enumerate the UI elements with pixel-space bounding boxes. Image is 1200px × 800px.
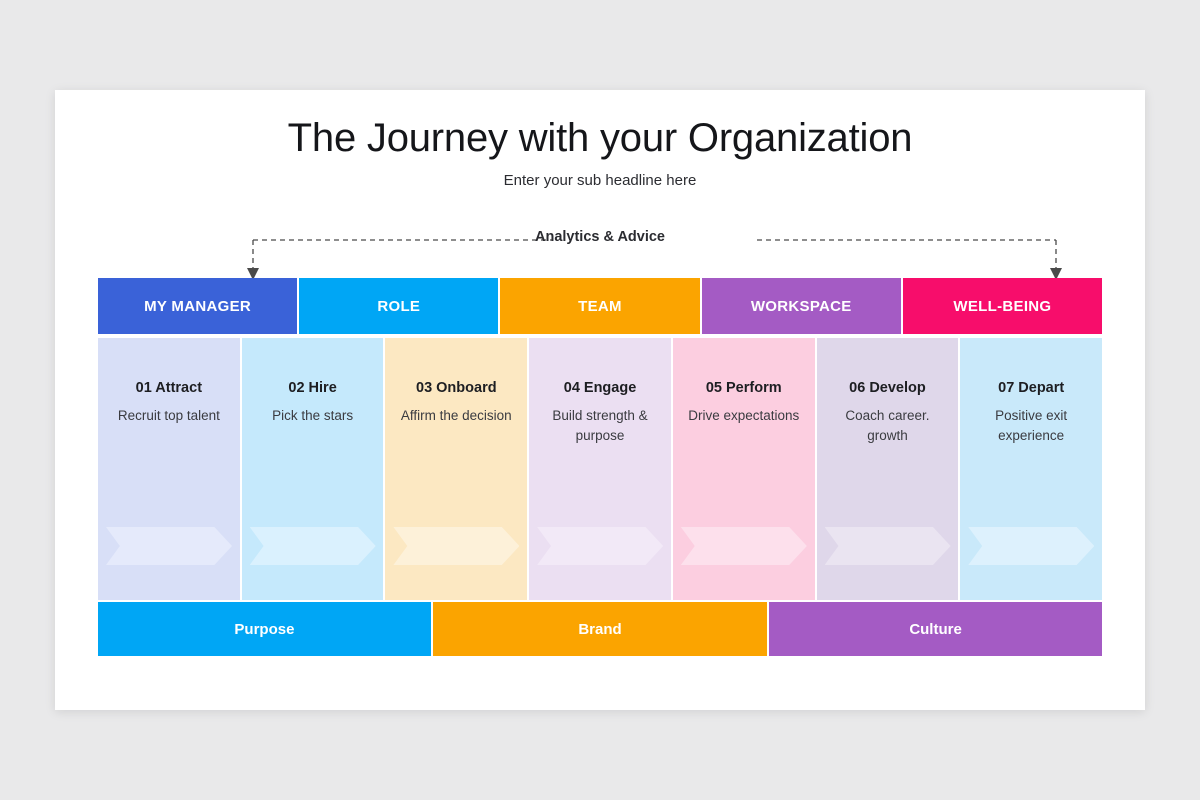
page-title: The Journey with your Organization: [287, 116, 913, 160]
category-header-label: WELL-BEING: [953, 297, 1052, 315]
category-header-my-manager[interactable]: MY MANAGER: [98, 278, 298, 334]
chevron-arrow-icon: [680, 527, 807, 565]
chevron-arrow-icon: [393, 527, 520, 565]
pillar-label: Brand: [578, 620, 622, 638]
category-header-team[interactable]: TEAM: [500, 278, 700, 334]
pillar-label: Purpose: [234, 620, 295, 638]
step-description: Drive expectations: [688, 408, 800, 424]
step-title: 07 Depart: [998, 380, 1065, 396]
step-title: 01 Attract: [135, 380, 203, 396]
slide-card: The Journey with your Organization Enter…: [55, 90, 1145, 710]
step-title: 05 Perform: [705, 380, 782, 396]
left-arrowhead-icon: [247, 268, 259, 280]
analytics-connector: [98, 228, 1102, 283]
category-header-label: MY MANAGER: [144, 297, 252, 315]
step-description: Positive exit experience: [995, 408, 1068, 443]
chevron-arrow-icon: [968, 527, 1095, 565]
chevron-arrow-icon: [249, 527, 376, 565]
chevron-arrow-icon: [537, 527, 664, 565]
category-header-label: WORKSPACE: [750, 297, 852, 315]
category-header-label: ROLE: [377, 297, 421, 315]
category-header-band: MY MANAGER ROLE TEAM WORKSPACE WELL-BEING: [98, 278, 1103, 334]
right-arrowhead-icon: [1050, 268, 1062, 280]
pillars-footer-band: Purpose Brand Culture: [98, 602, 1102, 656]
step-description: Coach career. growth: [845, 408, 930, 443]
category-header-role[interactable]: ROLE: [299, 278, 499, 334]
pillar-brand[interactable]: Brand: [432, 602, 768, 656]
step-description: Affirm the decision: [400, 408, 512, 424]
pillar-culture[interactable]: Culture: [769, 602, 1102, 656]
pillar-purpose[interactable]: Purpose: [98, 602, 431, 656]
category-header-label: TEAM: [578, 297, 622, 315]
chevron-arrow-icon: [106, 527, 232, 565]
step-title: 03 Onboard: [416, 380, 497, 396]
connector-arrows-svg: [247, 239, 1062, 280]
category-header-well-being[interactable]: WELL-BEING: [902, 278, 1103, 334]
step-title: 02 Hire: [288, 380, 337, 396]
step-title: 06 Develop: [849, 380, 926, 396]
step-description: Recruit top talent: [117, 408, 220, 424]
pillar-label: Culture: [909, 620, 962, 638]
chevron-arrow-icon: [824, 527, 951, 565]
analytics-label: Analytics & Advice: [534, 229, 665, 245]
step-description: Pick the stars: [272, 408, 354, 424]
step-title: 04 Engage: [563, 380, 637, 396]
page-subtitle: Enter your sub headline here: [503, 172, 697, 189]
step-description: Build strength & purpose: [552, 408, 648, 443]
category-header-workspace[interactable]: WORKSPACE: [701, 278, 901, 334]
